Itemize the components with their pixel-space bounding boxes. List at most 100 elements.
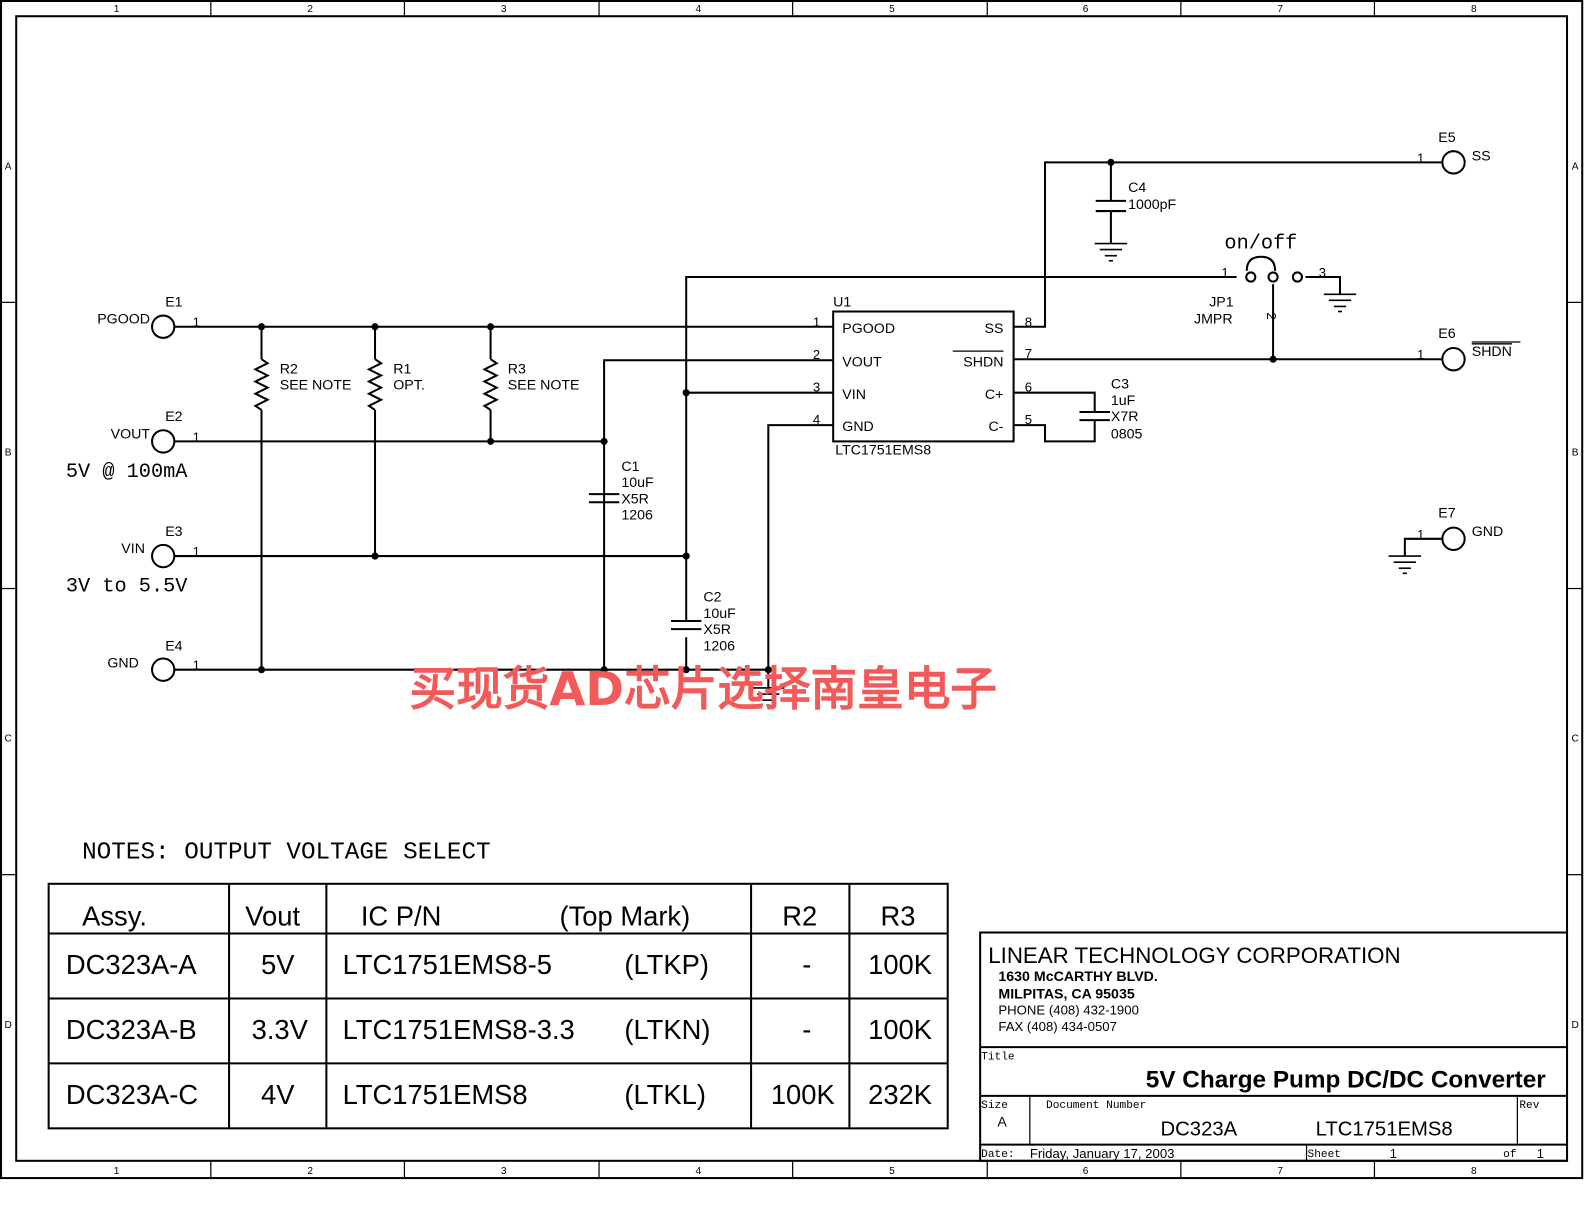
- notes-section: NOTES: OUTPUT VOLTAGE SELECT Assy. Vout …: [47, 839, 949, 1130]
- table-cell-r2: 100K: [771, 1079, 835, 1110]
- ground-icon: [1388, 555, 1422, 575]
- company-address: 1630 McCARTHY BLVD.: [998, 969, 1157, 985]
- capacitor-dielectric: X5R: [703, 622, 731, 638]
- capacitor-dielectric: X7R: [1111, 409, 1139, 425]
- row-label: B: [1572, 448, 1579, 459]
- capacitor-c2[interactable]: C2 10uF X5R 1206: [671, 590, 736, 655]
- capacitor-value: 10uF: [703, 606, 736, 622]
- col-label: 5: [889, 1166, 895, 1177]
- sheet-label: Sheet: [1308, 1149, 1341, 1161]
- resistor-r3[interactable]: R3 SEE NOTE: [482, 358, 580, 411]
- row-label: A: [1572, 161, 1579, 172]
- table-cell-assy: DC323A-C: [66, 1079, 198, 1110]
- pin-number: 1: [1221, 265, 1228, 280]
- capacitor-dielectric: X5R: [621, 491, 649, 507]
- terminal-net: GND: [107, 656, 139, 672]
- table-header: (Top Mark): [560, 900, 691, 931]
- junction-dots: [257, 158, 1277, 674]
- of-value: 1: [1537, 1146, 1544, 1161]
- ic-pin-num: 8: [1025, 315, 1032, 330]
- table-cell-r2: -: [802, 949, 811, 980]
- resistor-r1[interactable]: R1 OPT.: [366, 358, 425, 411]
- col-label: 1: [114, 1166, 120, 1177]
- capacitor-ref: C2: [703, 590, 721, 606]
- of-label: of: [1503, 1149, 1516, 1161]
- terminal-net: GND: [1472, 524, 1504, 540]
- ic-pin-num: 7: [1025, 346, 1032, 361]
- rev-label: Rev: [1519, 1100, 1539, 1112]
- company-address: MILPITAS, CA 95035: [998, 986, 1134, 1002]
- title-block: LINEAR TECHNOLOGY CORPORATION 1630 McCAR…: [979, 931, 1569, 1162]
- col-label: 2: [307, 1166, 313, 1177]
- pin-number: 1: [1417, 347, 1424, 362]
- resistor-value: SEE NOTE: [280, 378, 352, 394]
- ic-pin-num: 2: [813, 347, 820, 362]
- terminal-e1[interactable]: E1 PGOOD 1: [97, 294, 200, 339]
- table-cell-ic: LTC1751EMS8-3.3: [343, 1014, 575, 1045]
- col-label: 3: [501, 1166, 507, 1177]
- capacitor-value: 10uF: [621, 475, 654, 491]
- terminal-e5[interactable]: E5 SS 1: [1417, 130, 1491, 175]
- terminal-note: 3V to 5.5V: [66, 576, 188, 599]
- terminal-ref: E3: [165, 524, 182, 540]
- capacitor-size: 1206: [703, 638, 735, 654]
- drawing-title: 5V Charge Pump DC/DC Converter: [1146, 1067, 1546, 1094]
- table-header: R2: [782, 900, 817, 931]
- capacitor-c4[interactable]: C4 1000pF: [1095, 180, 1177, 213]
- ic-pin-name: C+: [985, 387, 1004, 403]
- terminal-ref: E7: [1438, 505, 1455, 521]
- terminal-e7[interactable]: E7 GND 1: [1417, 505, 1504, 551]
- terminal-e2[interactable]: E2 VOUT 1 5V @ 100mA: [66, 409, 200, 484]
- pin-number: 1: [193, 315, 200, 330]
- company-fax: FAX (408) 434-0507: [998, 1019, 1117, 1034]
- ic-pin-name: VOUT: [842, 354, 882, 370]
- table-header: R3: [881, 900, 916, 931]
- pin-number: 2: [1264, 313, 1279, 320]
- terminal-ref: E1: [165, 294, 182, 310]
- resistor-r2[interactable]: R2 SEE NOTE: [253, 358, 352, 411]
- table-cell-vout: 3.3V: [252, 1014, 309, 1045]
- terminal-note: 5V @ 100mA: [66, 461, 188, 484]
- docnum-part: LTC1751EMS8: [1316, 1118, 1453, 1140]
- pin-number: 1: [1417, 150, 1424, 165]
- docnum-label: Document Number: [1046, 1100, 1146, 1112]
- ic-u1[interactable]: U1 LTC1751EMS8 PGOOD VOUT VIN GND 1 2 3 …: [813, 294, 1032, 458]
- ic-pin-num: 3: [813, 380, 820, 395]
- capacitor-value: 1000pF: [1128, 197, 1176, 213]
- capacitor-ref: C1: [621, 459, 639, 475]
- jumper-jp1[interactable]: on/off 1 3 2 JP1 JMPR: [1194, 233, 1326, 328]
- ground-icon: [1094, 242, 1128, 262]
- date-value: Friday, January 17, 2003: [1030, 1146, 1175, 1161]
- row-label: B: [5, 448, 12, 459]
- ground-icon: [752, 687, 785, 707]
- terminal-e3[interactable]: E3 VIN 1 3V to 5.5V: [66, 524, 200, 599]
- ic-pin-num: 1: [813, 315, 820, 330]
- table-cell-vout: 4V: [261, 1079, 295, 1110]
- terminal-net: PGOOD: [97, 312, 150, 328]
- ic-pin-name: VIN: [842, 387, 866, 403]
- sheet-value: 1: [1390, 1146, 1397, 1161]
- capacitor-ref: C3: [1111, 377, 1129, 393]
- capacitor-size: 1206: [621, 508, 653, 524]
- capacitor-c3[interactable]: C3 1uF X7R 0805: [1079, 377, 1143, 443]
- size-label: Size: [981, 1100, 1008, 1112]
- resistor-value: OPT.: [393, 378, 425, 394]
- terminal-ref: E4: [165, 638, 182, 654]
- terminal-net: SS: [1472, 148, 1491, 164]
- capacitor-ref: C4: [1128, 180, 1146, 196]
- row-label: A: [5, 161, 12, 172]
- capacitor-c1[interactable]: C1 10uF X5R 1206: [588, 459, 654, 524]
- resistor-ref: R3: [508, 361, 526, 377]
- size-value: A: [997, 1114, 1007, 1130]
- table-cell-assy: DC323A-B: [66, 1014, 197, 1045]
- col-label: 2: [307, 4, 313, 15]
- ic-pin-name: SS: [985, 321, 1004, 337]
- terminal-ref: E6: [1438, 326, 1455, 342]
- terminal-e6[interactable]: E6 SHDN 1: [1417, 326, 1521, 372]
- col-label: 7: [1277, 4, 1283, 15]
- wires: [174, 161, 1442, 688]
- terminal-e4[interactable]: E4 GND 1: [107, 638, 200, 682]
- pin-number: 1: [193, 658, 200, 673]
- docnum-value: DC323A: [1161, 1118, 1238, 1140]
- row-label: C: [1571, 734, 1578, 745]
